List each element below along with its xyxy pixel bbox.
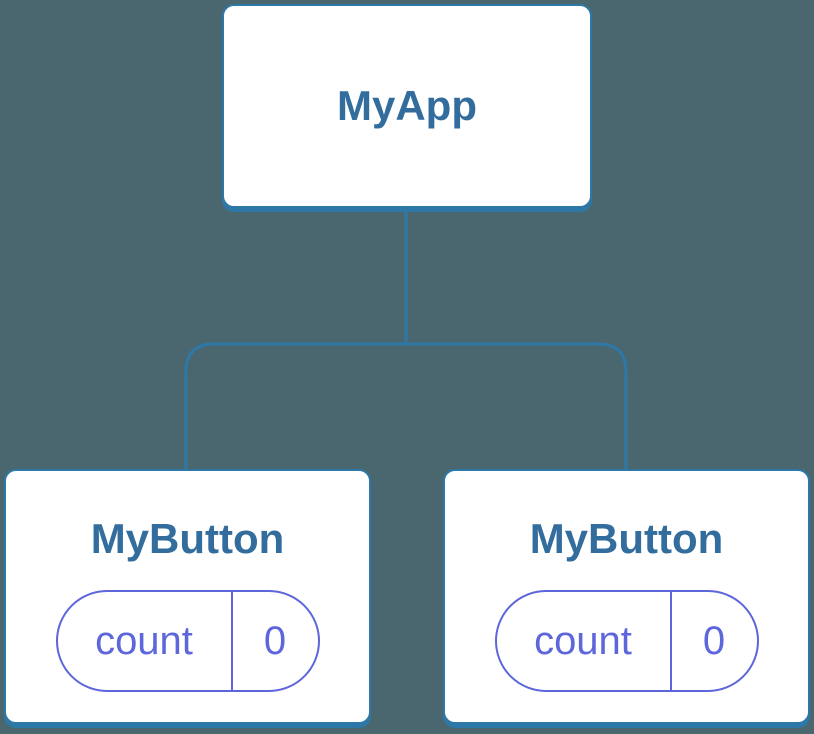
state-pill: count 0 [494,590,759,692]
child-component-card-right: MyButton count 0 [443,469,810,724]
state-pill-divider [669,592,672,690]
state-key: count [95,618,193,663]
state-value: 0 [263,618,287,663]
connector-branch [184,342,628,470]
state-pill-divider [230,592,233,690]
root-component-card: MyApp [222,4,592,208]
state-pill: count 0 [55,590,320,692]
child-component-card-left: MyButton count 0 [4,469,371,724]
child-component-label: MyButton [529,515,724,562]
child-component-label: MyButton [90,515,285,562]
state-key: count [534,618,632,663]
root-component-label: MyApp [337,82,477,129]
state-value: 0 [702,618,726,663]
